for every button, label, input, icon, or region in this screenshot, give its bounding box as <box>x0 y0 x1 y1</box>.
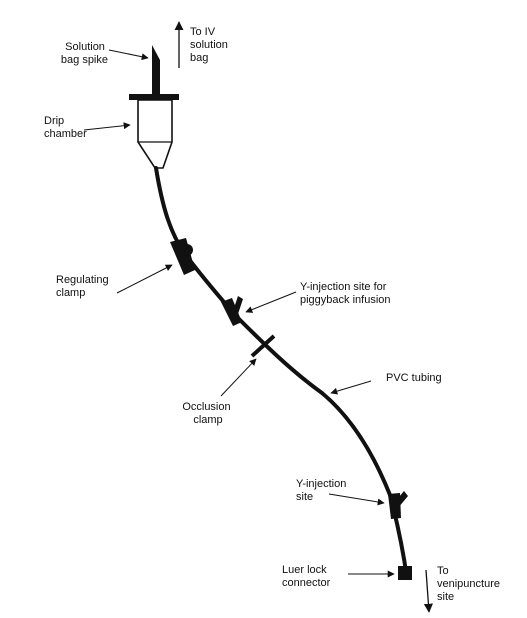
label-y-injection-site: Y-injection site <box>296 478 349 503</box>
label-to-iv-bag: To IV solution bag <box>190 26 231 64</box>
label-line: To IV <box>190 26 216 38</box>
label-line: clamp <box>193 414 222 426</box>
label-line: bag spike <box>61 54 108 66</box>
label-pvc-tubing: PVC tubing <box>386 372 442 384</box>
leader-y-piggyback <box>245 291 297 313</box>
leader-regulating-clamp <box>116 264 173 294</box>
spike-flange <box>129 94 179 100</box>
leader-y-injection-site <box>328 493 385 506</box>
label-solution-bag-spike: Solution bag spike <box>61 41 108 66</box>
label-luer-lock-connector: Luer lock connector <box>282 564 331 589</box>
occlusion-clamp <box>250 334 276 358</box>
y-injection-site <box>388 491 408 519</box>
label-line: Occlusion <box>182 401 230 413</box>
y-injection-piggyback <box>221 296 243 326</box>
drip-chamber <box>137 99 173 169</box>
leader-occlusion-clamp <box>220 358 257 397</box>
pvc-tubing <box>154 166 409 580</box>
label-line: clamp <box>56 287 85 299</box>
label-line: Solution <box>65 41 105 53</box>
luer-lock-connector <box>398 566 412 580</box>
label-line: solution <box>190 39 228 51</box>
label-line: piggyback infusion <box>300 294 391 306</box>
leader-pvc-tubing <box>330 380 372 395</box>
label-line: Drip <box>44 115 64 127</box>
label-line: bag <box>190 52 208 64</box>
label-line: site <box>296 491 313 503</box>
label-line: Regulating <box>56 274 109 286</box>
label-line: Luer lock <box>282 564 327 576</box>
label-line: To <box>437 565 449 577</box>
leader-drip-chamber <box>83 122 131 131</box>
label-occlusion-clamp: Occlusion clamp <box>182 401 233 426</box>
label-drip-chamber: Drip chamber <box>44 115 87 140</box>
label-line: Y-injection <box>296 478 346 490</box>
label-y-injection-piggyback: Y-injection site for piggyback infusion <box>300 281 391 306</box>
regulating-clamp <box>170 238 195 275</box>
label-line: chamber <box>44 128 87 140</box>
label-line: venipuncture <box>437 578 500 590</box>
label-regulating-clamp: Regulating clamp <box>56 274 112 299</box>
label-line: site <box>437 591 454 603</box>
label-line: Y-injection site for <box>300 281 387 293</box>
to-venipuncture-arrow <box>423 569 433 613</box>
label-to-venipuncture: To venipuncture site <box>437 565 503 603</box>
solution-bag-spike <box>152 45 160 96</box>
leader-spike <box>108 49 149 61</box>
label-line: connector <box>282 577 331 589</box>
